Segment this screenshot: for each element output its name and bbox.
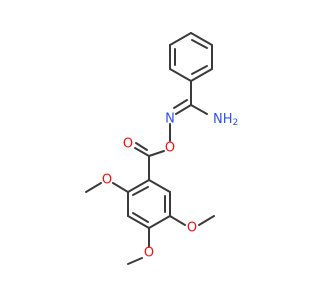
bond <box>190 104 208 115</box>
bond <box>198 215 215 226</box>
methoxy-o-2-label: O <box>102 173 112 188</box>
bond <box>190 68 213 82</box>
bond <box>169 68 192 82</box>
bond <box>169 215 186 226</box>
methoxy-o-4-label: O <box>144 246 154 261</box>
amine-n-text: NH <box>213 112 233 127</box>
bond <box>191 65 208 75</box>
carbonyl-o-label: O <box>123 137 133 152</box>
bond <box>112 182 129 193</box>
ester-o-label: O <box>165 141 175 156</box>
bonds <box>85 32 215 265</box>
bond <box>127 215 150 229</box>
methoxy-o-5-label: O <box>187 221 197 236</box>
bond <box>169 32 192 46</box>
bond <box>148 150 165 157</box>
bond <box>175 104 192 115</box>
bond <box>148 179 171 193</box>
bond <box>134 147 150 157</box>
bond <box>190 32 213 46</box>
molecule-structure: N NH2 O O O O O <box>85 32 238 265</box>
amine-n-subscript: 2 <box>233 118 239 128</box>
imine-n-label: N <box>165 112 175 127</box>
bond <box>127 257 143 265</box>
bond <box>127 179 150 193</box>
bond <box>135 142 148 151</box>
bond <box>132 212 149 223</box>
bond <box>191 39 208 49</box>
amine-n-label: NH2 <box>213 112 238 129</box>
bond <box>132 186 149 196</box>
bond <box>173 99 188 109</box>
bond <box>148 215 171 229</box>
atom-labels: N NH2 O O O O O <box>102 112 238 261</box>
bond <box>85 182 102 193</box>
